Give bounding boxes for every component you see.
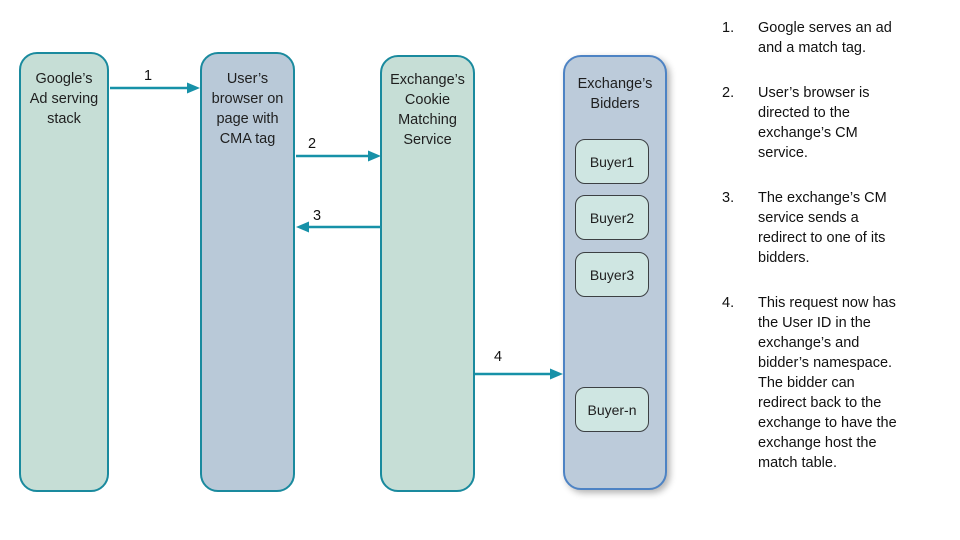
arrow-4 [475,368,563,380]
arrow-1-label: 1 [144,68,153,84]
buyer-2-label: Buyer2 [589,209,635,226]
note-3-text: The exchange’s CM service sends a redire… [758,190,887,266]
node-bidders-label: Exchange’s Bidders [577,76,653,112]
buyer-box-3: Buyer3 [575,252,649,297]
note-2-number: 2. [722,85,735,101]
arrow-3-label: 3 [313,208,322,224]
buyer-box-2: Buyer2 [575,195,649,240]
buyer-3-label: Buyer3 [589,266,635,283]
note-1-text: Google serves an ad and a match tag. [758,20,892,56]
note-item-1: 1. Google serves an ad and a match tag. [722,18,954,58]
note-item-3: 3. The exchange’s CM service sends a red… [722,188,954,268]
node-google-label: Google’s Ad serving stack [29,71,99,127]
buyer-box-1: Buyer1 [575,139,649,184]
arrow-3 [296,221,381,233]
note-1-number: 1. [722,20,735,36]
node-cm-label: Exchange’s Cookie Matching Service [390,72,465,148]
buyer-box-n: Buyer-n [575,387,649,432]
arrow-1 [110,82,200,94]
note-3-number: 3. [722,190,735,206]
note-item-4: 4. This request now has the User ID in t… [722,293,954,473]
note-4-text: This request now has the User ID in the … [758,295,897,471]
node-user-browser: User’s browser on page with CMA tag [200,52,295,492]
note-4-number: 4. [722,295,735,311]
node-google-ad-serving: Google’s Ad serving stack [19,52,109,492]
notes-list: 1. Google serves an ad and a match tag. … [722,18,954,498]
arrow-2-label: 2 [308,136,317,152]
note-item-2: 2. User’s browser is directed to the exc… [722,83,954,163]
buyer-n-label: Buyer-n [587,401,637,418]
buyer-1-label: Buyer1 [589,153,635,170]
note-2-text: User’s browser is directed to the exchan… [758,85,870,161]
node-cookie-matching-service: Exchange’s Cookie Matching Service [380,55,475,492]
arrow-4-label: 4 [494,349,503,365]
node-browser-label: User’s browser on page with CMA tag [211,71,284,147]
node-exchange-bidders: Exchange’s Bidders Buyer1 Buyer2 Buyer3 … [563,55,667,490]
